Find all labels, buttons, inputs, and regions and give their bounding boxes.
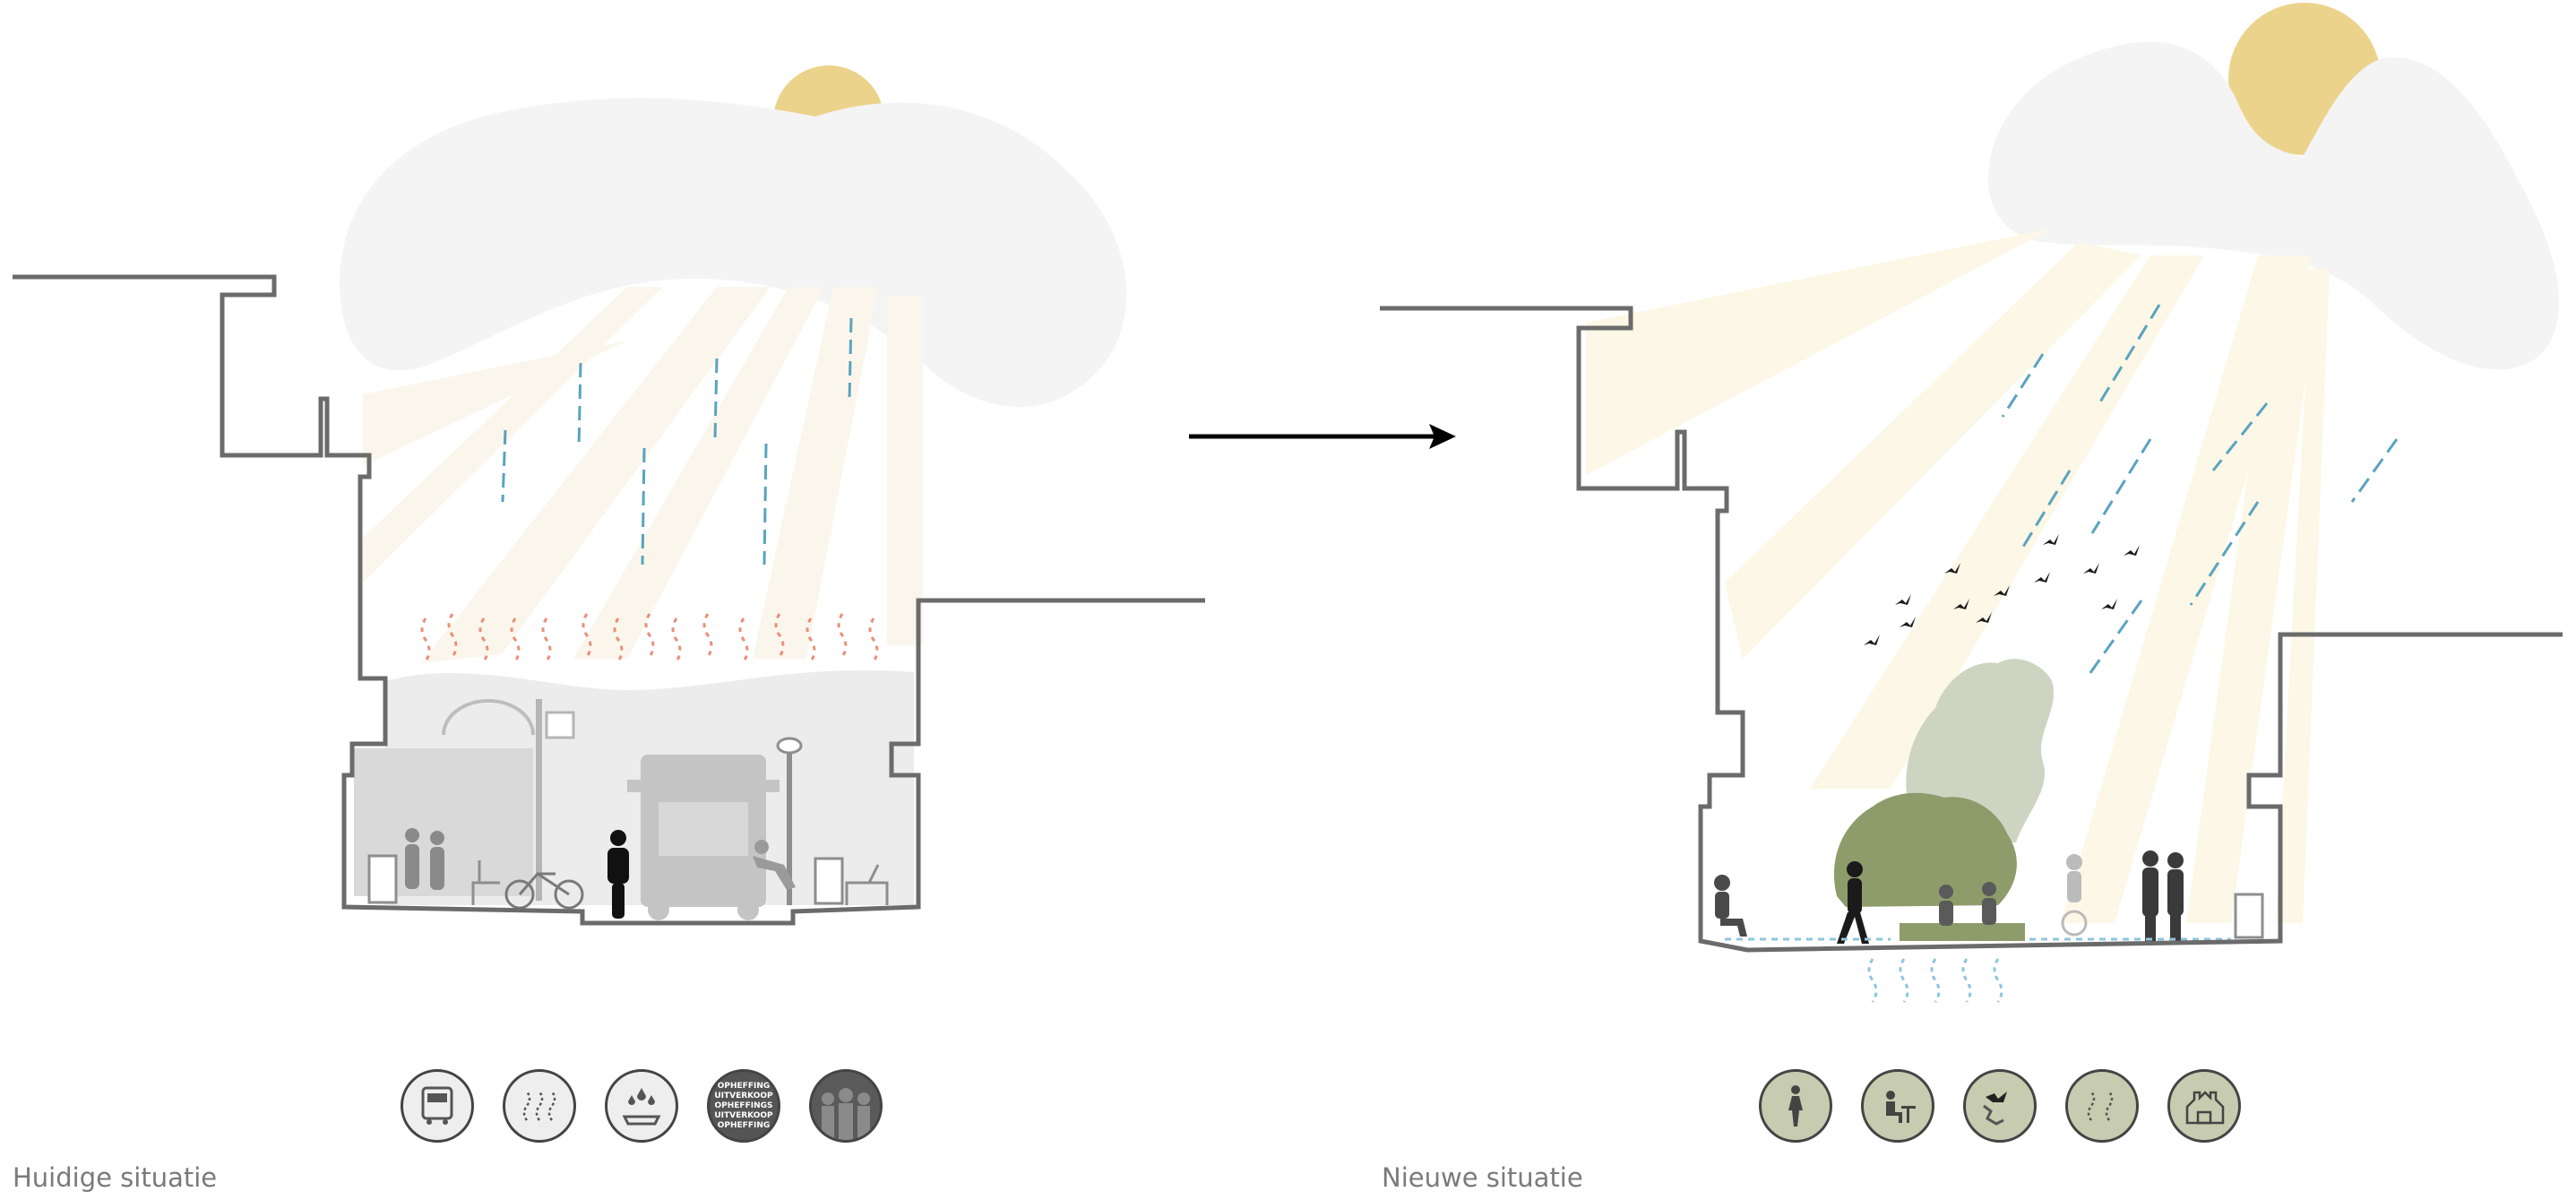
heat-waves-current — [420, 613, 879, 662]
sale-line-5: OPHEFFING — [717, 1120, 771, 1130]
birds-flock — [1864, 534, 2140, 645]
sale-line-3: OPHEFFINGS — [714, 1101, 773, 1110]
walking-couple — [2142, 850, 2184, 944]
bird-nature-icon — [1963, 1069, 2037, 1143]
terrace-seating-icon — [1861, 1069, 1934, 1143]
rain-pavement-icon — [605, 1069, 678, 1143]
hedge-bed — [1900, 923, 2025, 941]
current-situation-section — [13, 65, 1205, 926]
sale-sign-icon: OPHEFFING UITVERKOOP OPHEFFINGS UITVERKO… — [707, 1069, 780, 1143]
truck — [627, 755, 780, 920]
sunrays-new — [1586, 229, 2330, 923]
heat-flow-icon — [503, 1069, 576, 1143]
falling-person — [753, 840, 796, 890]
seated-person — [1714, 875, 1747, 937]
tree-large-light — [1906, 659, 2055, 842]
building-outline-current — [13, 274, 1205, 926]
green-buildings-icon — [2167, 1069, 2241, 1143]
caption-current-situation: Huidige situatie — [13, 1162, 218, 1193]
truck-icon — [401, 1069, 474, 1143]
chair-new — [2234, 893, 2264, 939]
walking-person — [1837, 861, 1869, 944]
cyclist — [2061, 854, 2088, 937]
motorcyclist — [607, 830, 629, 919]
transition-arrow — [1189, 424, 1456, 449]
drainage-new — [1867, 958, 2003, 1003]
couple-walking — [405, 828, 444, 890]
current-icons-row: OPHEFFING UITVERKOOP OPHEFFINGS UITVERKO… — [401, 1069, 884, 1144]
chairs-current — [367, 854, 889, 905]
pedestrian-icon — [1759, 1069, 1832, 1143]
building-outline-new — [1380, 306, 2563, 953]
people-new — [1714, 850, 2264, 944]
street-light-pole — [536, 699, 542, 901]
sunrays-current — [363, 287, 923, 663]
sign-box — [545, 711, 575, 739]
tree-green — [1833, 792, 2017, 907]
crowd-icon — [809, 1069, 883, 1143]
cloud-current — [340, 98, 1127, 408]
new-situation-section — [1380, 3, 2563, 1003]
sale-line-1: OPHEFFING — [717, 1081, 771, 1091]
lamp-post — [787, 748, 792, 905]
rain-current — [501, 317, 853, 565]
sale-line-2: UITVERKOOP — [714, 1091, 773, 1101]
sale-line-4: UITVERKOOP — [714, 1110, 773, 1120]
street-life-current — [354, 699, 889, 920]
seated-couple — [1939, 882, 1996, 926]
bicycle — [504, 872, 584, 910]
rain-new — [2001, 304, 2399, 678]
caption-new-situation: Nieuwe situatie — [1382, 1162, 1583, 1193]
lamp-head — [776, 737, 803, 755]
shop-arch — [442, 699, 535, 736]
cloud-new — [1987, 41, 2560, 370]
new-icons-row — [1759, 1069, 2243, 1144]
airflow-icon — [2065, 1069, 2139, 1143]
